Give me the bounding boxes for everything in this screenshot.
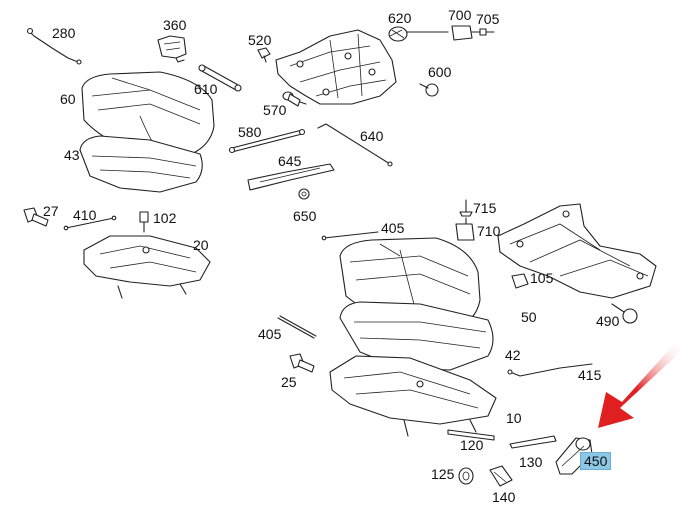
part-label-715[interactable]: 715 xyxy=(473,200,497,216)
part-label-580[interactable]: 580 xyxy=(238,124,262,140)
part-42-cushion-base xyxy=(339,301,494,371)
part-27-bolt xyxy=(23,207,49,227)
part-label-570[interactable]: 570 xyxy=(263,102,287,118)
part-label-130[interactable]: 130 xyxy=(519,454,543,470)
part-405-cable-upper xyxy=(321,231,379,241)
part-125-bushing xyxy=(458,467,474,485)
part-620-motor xyxy=(388,26,449,42)
part-label-415[interactable]: 415 xyxy=(578,367,602,383)
part-label-405-lower[interactable]: 405 xyxy=(258,326,282,342)
part-label-120[interactable]: 120 xyxy=(460,437,484,453)
part-105-clip xyxy=(511,273,529,289)
part-640-cable xyxy=(317,123,393,167)
part-label-450[interactable]: 450 xyxy=(580,452,612,470)
part-label-140[interactable]: 140 xyxy=(492,489,516,505)
part-120-bar xyxy=(447,429,495,441)
part-410-cable xyxy=(63,215,117,231)
part-610-gas-spring xyxy=(198,64,242,92)
part-label-640[interactable]: 640 xyxy=(360,128,384,144)
part-43-cushion-base xyxy=(79,135,203,193)
part-600-bolt xyxy=(419,83,439,97)
part-label-490[interactable]: 490 xyxy=(596,313,620,329)
part-label-105[interactable]: 105 xyxy=(530,270,554,286)
part-700-connector xyxy=(451,25,481,41)
part-label-27[interactable]: 27 xyxy=(43,203,59,219)
part-label-60[interactable]: 60 xyxy=(60,91,76,107)
part-label-620[interactable]: 620 xyxy=(388,10,412,26)
part-360-bracket xyxy=(157,35,187,63)
part-570-bushing xyxy=(282,91,307,107)
part-280-cable xyxy=(26,27,82,65)
part-10-seat-pan xyxy=(329,355,497,437)
part-490-bolt xyxy=(611,303,638,324)
part-label-360[interactable]: 360 xyxy=(163,17,187,33)
part-140-clip xyxy=(489,465,513,487)
part-415-cable xyxy=(507,363,593,377)
part-label-705[interactable]: 705 xyxy=(476,11,500,27)
part-label-610[interactable]: 610 xyxy=(194,81,218,97)
part-label-710[interactable]: 710 xyxy=(477,223,501,239)
part-seat-frame-upper xyxy=(275,29,397,105)
part-seat-frame-right xyxy=(497,203,657,299)
part-650-washer xyxy=(298,188,310,200)
part-20-seat-pan xyxy=(83,235,211,299)
part-label-645[interactable]: 645 xyxy=(278,153,302,169)
part-102-pin xyxy=(139,211,149,233)
part-label-125[interactable]: 125 xyxy=(431,466,455,482)
part-715-screw xyxy=(459,199,473,217)
part-710-connector xyxy=(455,217,475,241)
part-label-42[interactable]: 42 xyxy=(505,347,521,363)
part-705-pin xyxy=(479,28,495,36)
part-label-25[interactable]: 25 xyxy=(281,374,297,390)
highlight-arrow xyxy=(598,342,684,428)
part-label-520[interactable]: 520 xyxy=(248,32,272,48)
part-label-280[interactable]: 280 xyxy=(52,25,76,41)
part-label-600[interactable]: 600 xyxy=(428,64,452,80)
part-label-50[interactable]: 50 xyxy=(521,309,537,325)
part-645-strap xyxy=(247,163,335,191)
part-label-10[interactable]: 10 xyxy=(506,410,522,426)
part-label-405-upper[interactable]: 405 xyxy=(381,220,405,236)
part-520-bolt xyxy=(257,47,271,63)
part-label-20[interactable]: 20 xyxy=(193,237,209,253)
part-580-rod xyxy=(228,128,306,154)
part-label-43[interactable]: 43 xyxy=(64,147,80,163)
part-label-102[interactable]: 102 xyxy=(153,210,177,226)
part-label-700[interactable]: 700 xyxy=(448,7,472,23)
part-label-410[interactable]: 410 xyxy=(73,207,97,223)
part-label-650[interactable]: 650 xyxy=(293,208,317,224)
part-405-cable-lower xyxy=(277,315,317,339)
part-25-bolt xyxy=(289,353,315,373)
part-130-bar xyxy=(509,435,557,449)
